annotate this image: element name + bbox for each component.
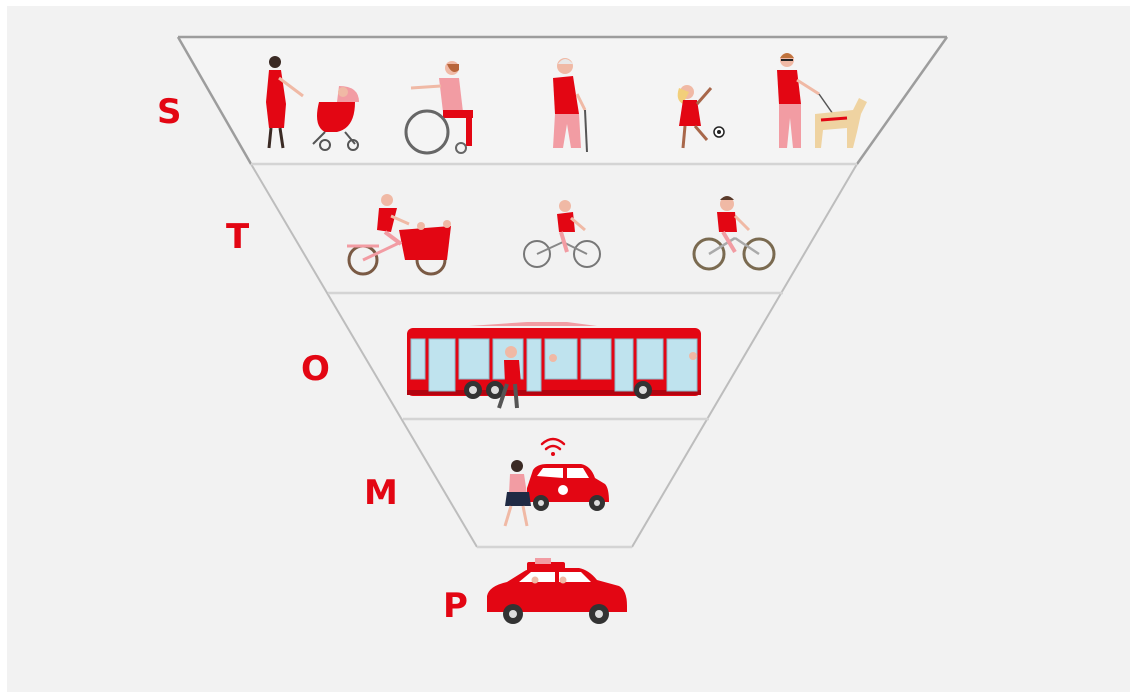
cyclist-man-icon [694,196,774,269]
level-letter-p: P [443,586,468,626]
pedestrian-with-phone-icon [505,460,531,526]
level-letter-s: S [157,92,182,132]
diagram-canvas: S T O M P [7,6,1130,692]
cyclist-woman-icon [524,200,600,267]
level-letter-m: M [364,473,398,513]
level-letter-o: O [301,349,330,389]
private-car-icon [487,558,627,624]
wifi-signal-icon [542,439,564,456]
stomp-pyramid-diagram: S T O M P [7,6,1130,692]
level-letter-t: T [226,217,250,257]
shared-car-icon [527,464,609,511]
bus-icon [407,322,701,399]
cargo-bike-icon [347,194,451,274]
